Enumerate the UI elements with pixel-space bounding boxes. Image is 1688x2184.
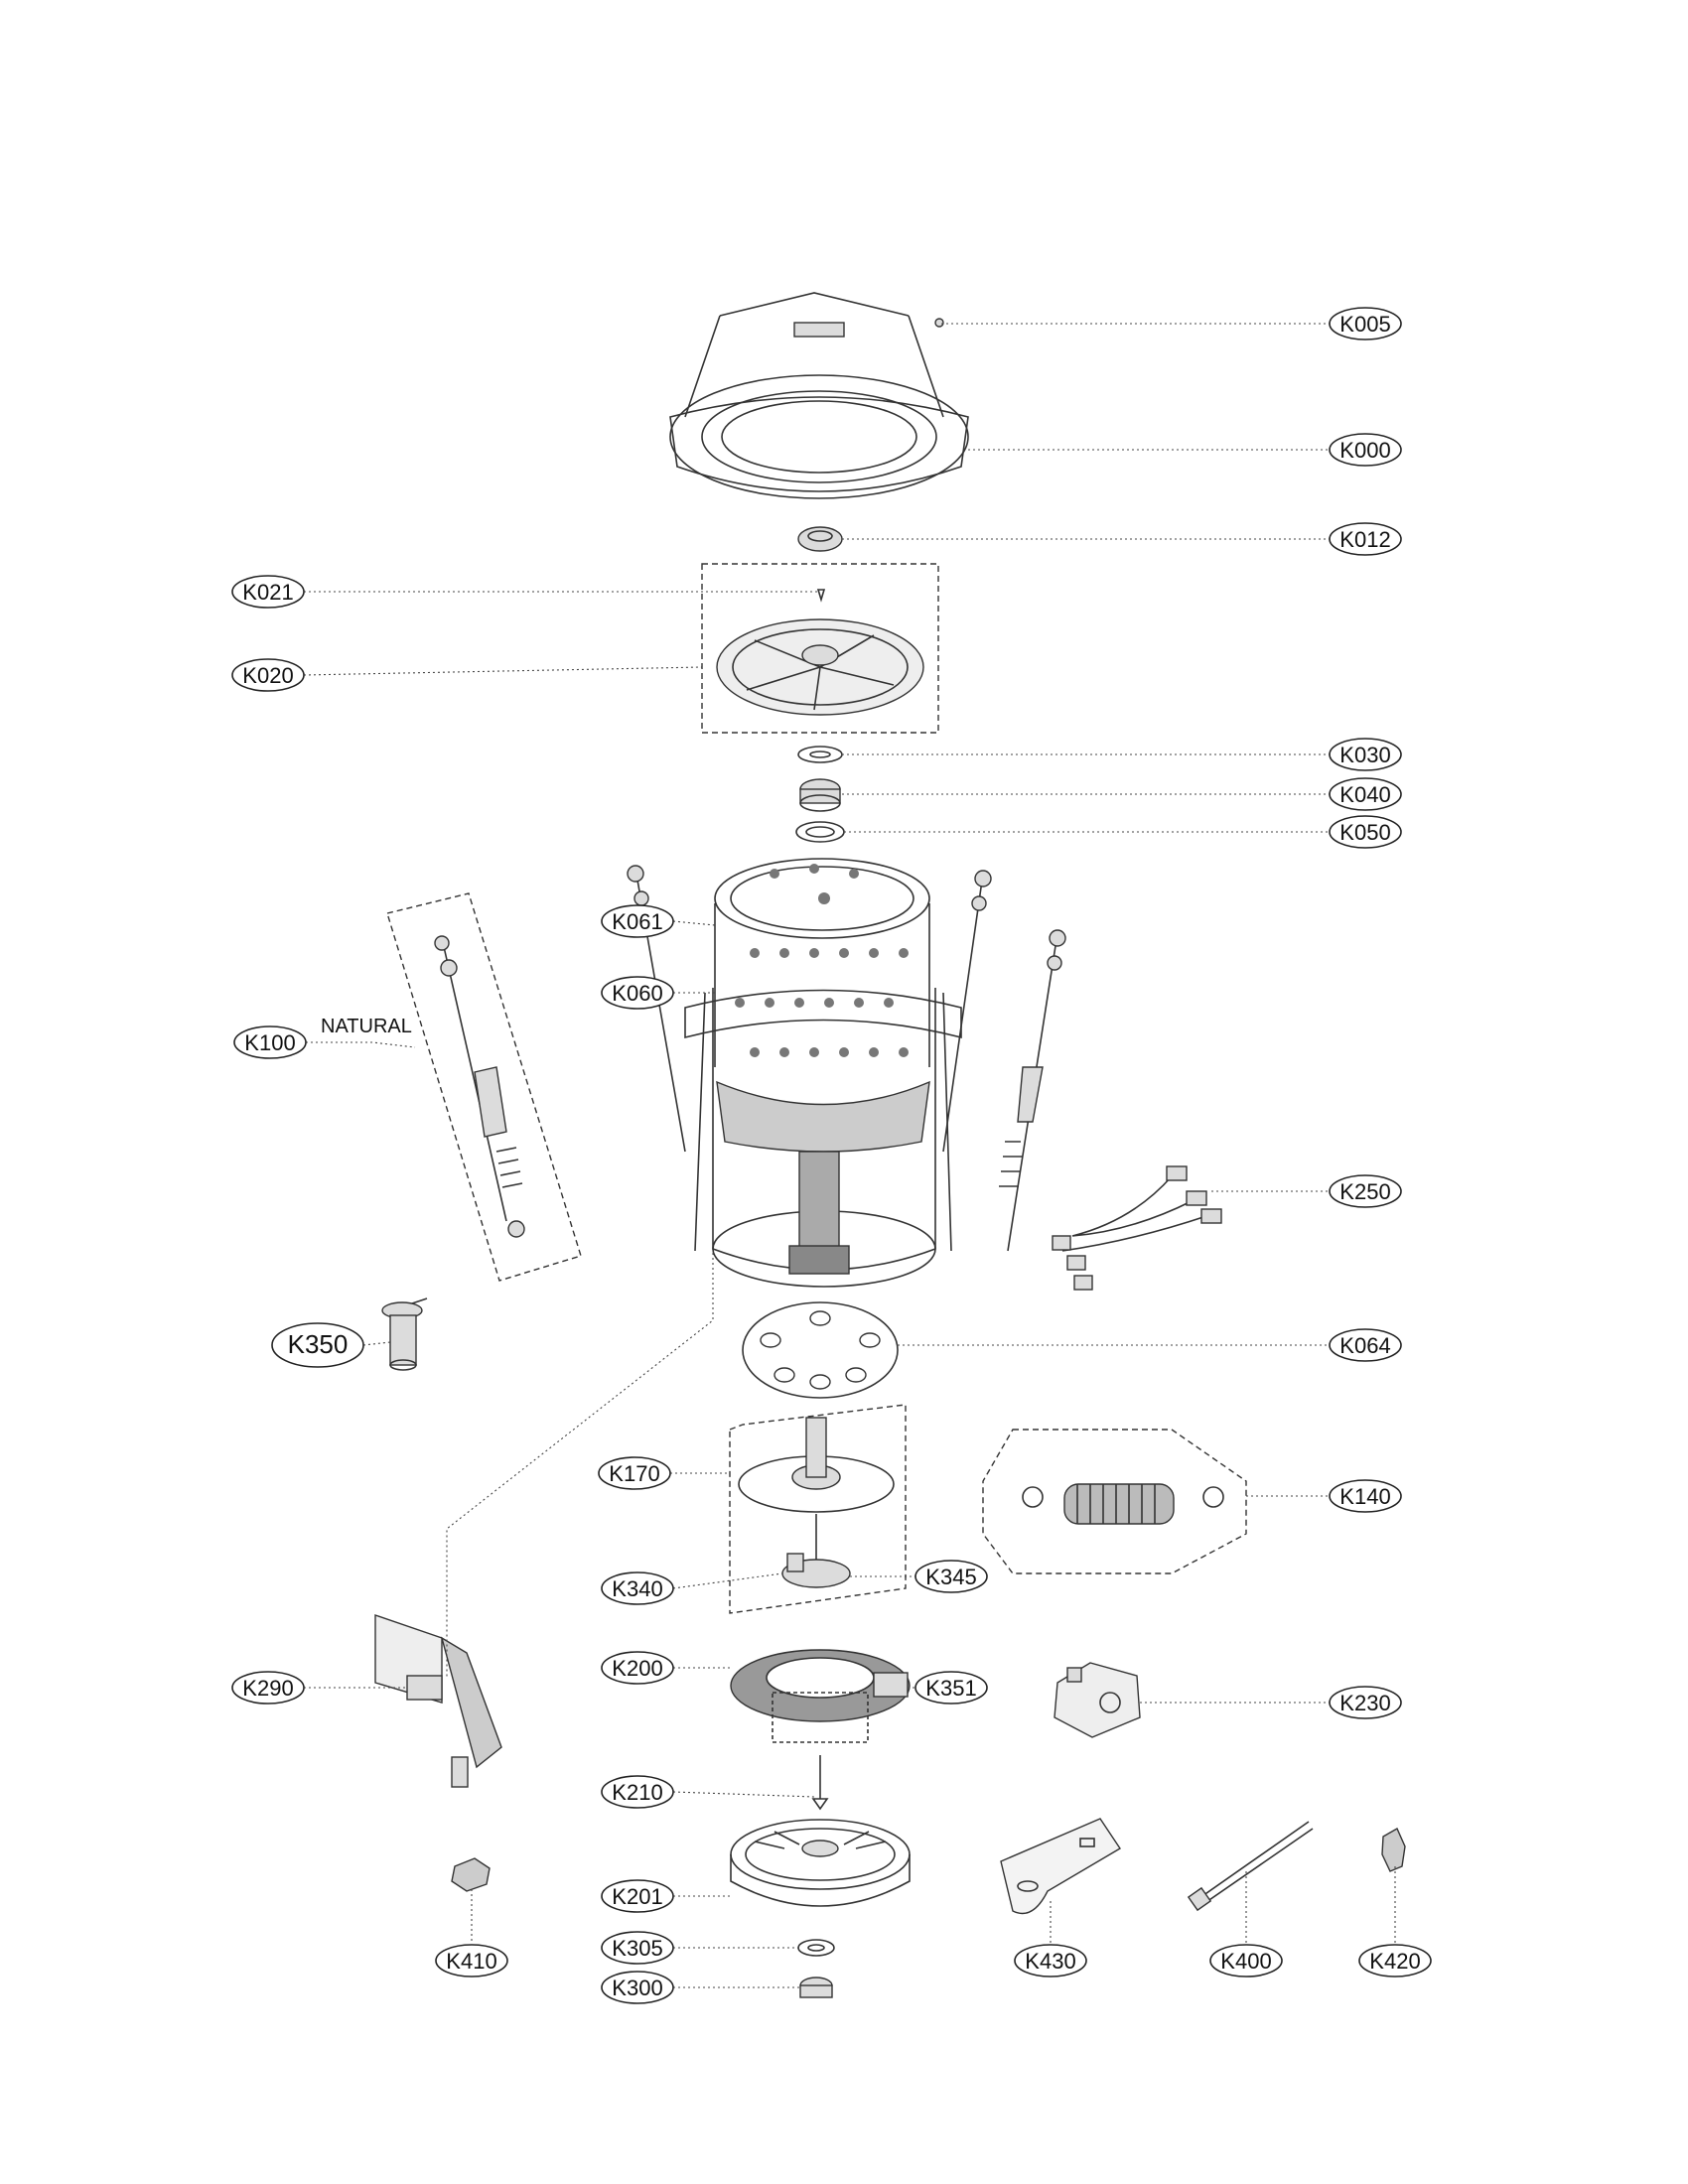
callout-K340[interactable]: K340: [601, 1571, 674, 1605]
callout-K200[interactable]: K200: [601, 1651, 674, 1685]
callout-K000-text: K000: [1339, 438, 1390, 463]
clutch-part: [738, 1417, 895, 1588]
callout-K050-text: K050: [1339, 820, 1390, 845]
nut-part: [799, 778, 841, 812]
callout-K012[interactable]: K012: [1329, 522, 1402, 556]
stator-part: [730, 1649, 911, 1743]
small-clip-part: [1381, 1828, 1406, 1872]
callout-K061[interactable]: K061: [601, 904, 674, 938]
hose-group: [982, 1429, 1247, 1574]
callout-K430-text: K430: [1025, 1949, 1075, 1974]
callout-K005-text: K005: [1339, 312, 1390, 337]
callout-K060[interactable]: K060: [601, 976, 674, 1010]
bolt-part: [811, 1755, 829, 1811]
callout-K201-text: K201: [612, 1884, 662, 1909]
callout-K064[interactable]: K064: [1329, 1328, 1402, 1362]
callout-K061-text: K061: [612, 909, 662, 934]
callout-K300[interactable]: K300: [601, 1971, 674, 2004]
callout-K040-text: K040: [1339, 782, 1390, 807]
callout-K340-text: K340: [612, 1576, 662, 1601]
callout-K210[interactable]: K210: [601, 1775, 674, 1809]
callout-K170-text: K170: [609, 1461, 659, 1486]
plate-bracket-part: [1000, 1818, 1121, 1915]
callout-K030[interactable]: K030: [1329, 738, 1402, 771]
pulsator-group-box: [701, 563, 939, 734]
callout-K250-text: K250: [1339, 1179, 1390, 1204]
natural-note: NATURAL: [321, 1016, 412, 1037]
callout-K210-text: K210: [612, 1780, 662, 1805]
callout-K064-text: K064: [1339, 1333, 1390, 1358]
plate-part: [742, 1301, 899, 1399]
callout-K140[interactable]: K140: [1329, 1479, 1402, 1513]
tub-drum-part: [684, 858, 962, 1288]
callout-K350-text: K350: [288, 1329, 349, 1359]
callout-K290[interactable]: K290: [231, 1671, 305, 1705]
callout-K230-text: K230: [1339, 1691, 1390, 1715]
callout-K305[interactable]: K305: [601, 1931, 674, 1965]
callout-K040[interactable]: K040: [1329, 777, 1402, 811]
callout-K350[interactable]: K350: [271, 1322, 364, 1368]
washer-part: [797, 746, 843, 763]
callout-K021[interactable]: K021: [231, 575, 305, 609]
callout-K100[interactable]: K100: [233, 1025, 307, 1059]
callout-K420[interactable]: K420: [1358, 1944, 1432, 1978]
callout-K345-text: K345: [925, 1565, 976, 1589]
callout-K250[interactable]: K250: [1329, 1174, 1402, 1208]
suspension-rods: [627, 865, 1066, 1252]
callout-K060-text: K060: [612, 981, 662, 1006]
bracket-part: [374, 1614, 502, 1788]
clip-part: [451, 1857, 491, 1892]
rotor-nut-part: [799, 1977, 833, 1998]
callout-K410[interactable]: K410: [435, 1944, 508, 1978]
callout-K140-text: K140: [1339, 1484, 1390, 1509]
seal-part: [795, 821, 845, 843]
callout-K430[interactable]: K430: [1014, 1944, 1087, 1978]
callout-K410-text: K410: [446, 1949, 496, 1974]
tub-cover-part: [669, 292, 969, 499]
callout-K300-text: K300: [612, 1976, 662, 2000]
callout-K050[interactable]: K050: [1329, 815, 1402, 849]
callout-K100-text: K100: [244, 1030, 295, 1055]
cap-part: [797, 526, 843, 552]
callout-K000[interactable]: K000: [1329, 433, 1402, 467]
callout-K351-text: K351: [925, 1676, 976, 1701]
callout-K020-text: K020: [242, 663, 293, 688]
callout-K005[interactable]: K005: [1329, 307, 1402, 341]
callout-K201[interactable]: K201: [601, 1879, 674, 1913]
callout-K200-text: K200: [612, 1656, 662, 1681]
callout-K021-text: K021: [242, 580, 293, 605]
callout-K230[interactable]: K230: [1329, 1686, 1402, 1719]
rotor-washer-part: [797, 1939, 835, 1957]
wire-harness-part: [1052, 1165, 1222, 1291]
callout-K351[interactable]: K351: [914, 1671, 988, 1705]
callout-K290-text: K290: [242, 1676, 293, 1701]
damper-group: [386, 892, 582, 1282]
clutch-group-box: [729, 1404, 907, 1614]
rotor-part: [730, 1819, 911, 1907]
sensor-part: [381, 1297, 428, 1371]
pulsator-part: [716, 589, 924, 716]
drum-holes: [735, 864, 909, 1057]
rod-part: [1187, 1821, 1314, 1912]
callout-K020[interactable]: K020: [231, 658, 305, 692]
callout-K345[interactable]: K345: [914, 1560, 988, 1593]
callout-K420-text: K420: [1369, 1949, 1420, 1974]
callout-K400-text: K400: [1220, 1949, 1271, 1974]
sensor-housing-part: [1054, 1662, 1141, 1738]
callout-K170[interactable]: K170: [598, 1456, 671, 1490]
callout-K305-text: K305: [612, 1936, 662, 1961]
callout-K012-text: K012: [1339, 527, 1390, 552]
callout-K400[interactable]: K400: [1209, 1944, 1283, 1978]
callout-K030-text: K030: [1339, 743, 1390, 767]
leader-lines: [303, 323, 1396, 1988]
